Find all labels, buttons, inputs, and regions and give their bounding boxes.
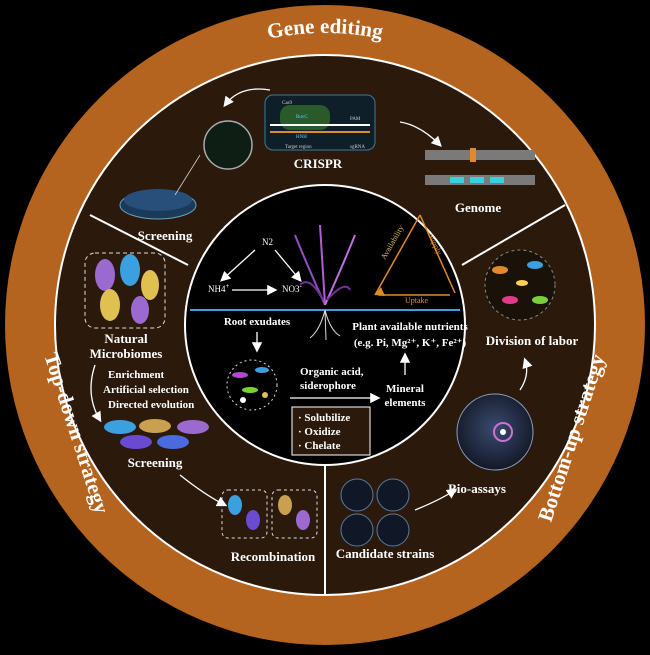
crispr-illustration: Cas9 RuvC HNH PAM sgRNA Target region: [264, 94, 376, 151]
bio-assays-label: Bio-assays: [448, 481, 506, 496]
microbiomes-label: Microbiomes: [90, 346, 163, 361]
cas9-label: Cas9: [282, 101, 293, 106]
recombination-illustration: [221, 489, 318, 539]
step-directed-evolution: Directed evolution: [108, 399, 194, 411]
siderophore-label: siderophore: [300, 380, 356, 392]
division-of-labor-illustration: [484, 249, 556, 321]
rhizosphere-microbes-illustration: [226, 359, 278, 411]
arrow-crispr-to-screening: [223, 88, 271, 108]
elements-label: elements: [385, 397, 427, 409]
step-enrichment: Enrichment: [108, 369, 165, 381]
top-down-screening-label: Screening: [128, 455, 183, 470]
natural-microbiome-illustration: [84, 252, 166, 329]
uptake-label: Uptake: [405, 296, 429, 305]
plant-icon: [294, 224, 356, 341]
genome-label: Genome: [455, 200, 501, 215]
nh4-label: NH4+: [208, 282, 230, 294]
root-exudates-label: Root exudates: [224, 316, 291, 328]
sgrna-label: sgRNA: [350, 145, 365, 150]
division-of-labor-label: Division of labor: [486, 333, 579, 348]
nutrient-examples-label: (e.g. Pi, Mg²⁺, K⁺, Fe²⁺): [354, 337, 467, 349]
action-chelate: · Chelate: [298, 440, 341, 452]
hnh-label: HNH: [296, 135, 307, 140]
organic-acid-label: Organic acid,: [300, 366, 364, 378]
nutrient-triangle: [374, 214, 456, 296]
screening-dish-illustration: [119, 120, 253, 220]
bio-assay-plate-illustration: [456, 393, 534, 471]
plant-nutrients-label: Plant available nutrients: [352, 321, 468, 333]
actions-box: · Solubilize · Oxidize · Chelate: [291, 406, 371, 456]
candidate-strains-illustration: [340, 478, 410, 547]
mineral-label: Mineral: [386, 383, 424, 395]
arrow-strains-to-bioassay: [414, 488, 458, 511]
genome-illustration: [425, 148, 535, 185]
divider-left: [89, 214, 189, 266]
screened-strains-illustration: [104, 419, 209, 449]
arrow-genome-to-crispr: [399, 121, 442, 147]
action-solubilize: · Solubilize: [298, 412, 350, 424]
no3-label: NO3-: [282, 282, 303, 294]
arrow-n2-to-no3: [274, 249, 302, 282]
ruvc-label: RuvC: [296, 115, 308, 120]
divider-right: [461, 204, 566, 266]
natural-label: Natural: [104, 331, 148, 346]
step-artificial-selection: Artificial selection: [103, 384, 189, 396]
n2-label: N2: [262, 237, 273, 247]
crispr-label: CRISPR: [294, 156, 343, 171]
candidate-strains-label: Candidate strains: [336, 546, 435, 561]
action-oxidize: · Oxidize: [298, 426, 341, 438]
pam-label: PAM: [350, 117, 361, 122]
gene-editing-screening-label: Screening: [138, 228, 193, 243]
arrow-n2-to-nh4: [220, 249, 256, 282]
arrow-bioassay-to-division: [519, 357, 533, 391]
recombination-label: Recombination: [231, 549, 316, 564]
arrow-microbiome-to-screening: [90, 364, 102, 423]
target-region-label: Target region: [285, 145, 312, 150]
